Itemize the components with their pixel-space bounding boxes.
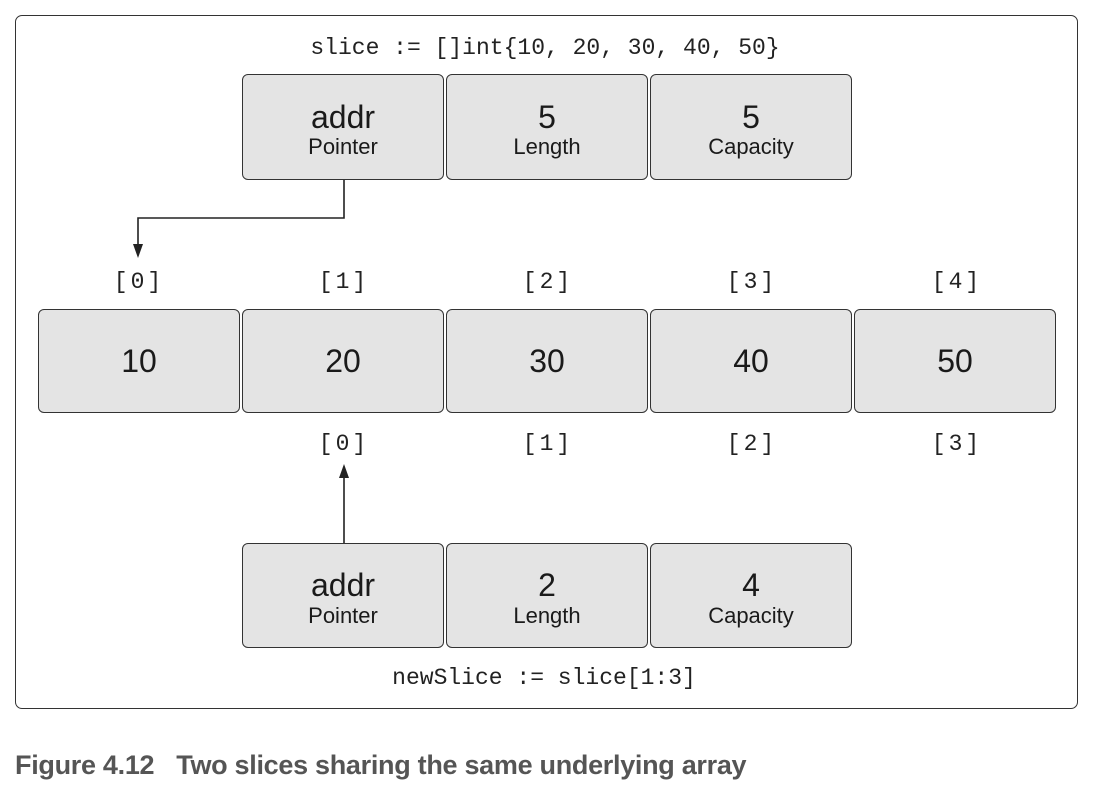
new-slice-pointer-box: addr Pointer [242,543,444,648]
slice-capacity-label: Capacity [708,134,794,160]
slice-capacity-box: 5 Capacity [650,74,852,180]
new-slice-pointer-label: Pointer [308,602,378,628]
new-slice-length-value: 2 [538,567,556,604]
array-cell: 20 [242,309,444,413]
slice-declaration: slice := []int{10, 20, 30, 40, 50} [310,35,780,61]
slice-capacity-value: 5 [742,98,760,135]
slice-pointer-label: Pointer [308,134,378,160]
new-slice-capacity-label: Capacity [708,602,794,628]
slice-pointer-box: addr Pointer [242,74,444,180]
array-cell-value: 20 [325,342,361,379]
slice-pointer-value: addr [310,98,376,135]
new-slice-length-label: Length [513,602,581,628]
new-slice-length-box: 2 Length [446,543,648,648]
slice-length-value: 5 [538,98,556,135]
diagram-frame [15,15,1078,709]
array-cell-value: 40 [733,342,769,379]
slice-length-box: 5 Length [446,74,648,180]
array-cell: 40 [650,309,852,413]
array-cell-value: 50 [937,342,973,379]
array-cell-value: 10 [121,342,157,379]
new-slice-index: [3] [931,431,983,457]
new-slice-index: [1] [522,431,574,457]
array-cell: 50 [854,309,1056,413]
array-index: [1] [318,269,370,295]
array-index: [3] [726,269,778,295]
slice-length-label: Length [513,134,581,160]
array-index: [2] [522,269,574,295]
new-slice-capacity-box: 4 Capacity [650,543,852,648]
figure-caption-text: Two slices sharing the same underlying a… [176,750,747,780]
new-slice-index: [2] [726,431,778,457]
new-slice-pointer-value: addr [310,567,376,604]
new-slice-capacity-value: 4 [742,567,760,604]
array-index: [0] [113,269,165,295]
figure-number: Figure 4.12 [15,750,155,780]
array-cell-value: 30 [529,342,565,379]
new-slice-index: [0] [318,431,370,457]
figure-caption: Figure 4.12 Two slices sharing the same u… [15,750,747,781]
array-cell: 10 [38,309,240,413]
new-slice-declaration: newSlice := slice[1:3] [392,665,696,691]
array-cell: 30 [446,309,648,413]
array-index: [4] [931,269,983,295]
